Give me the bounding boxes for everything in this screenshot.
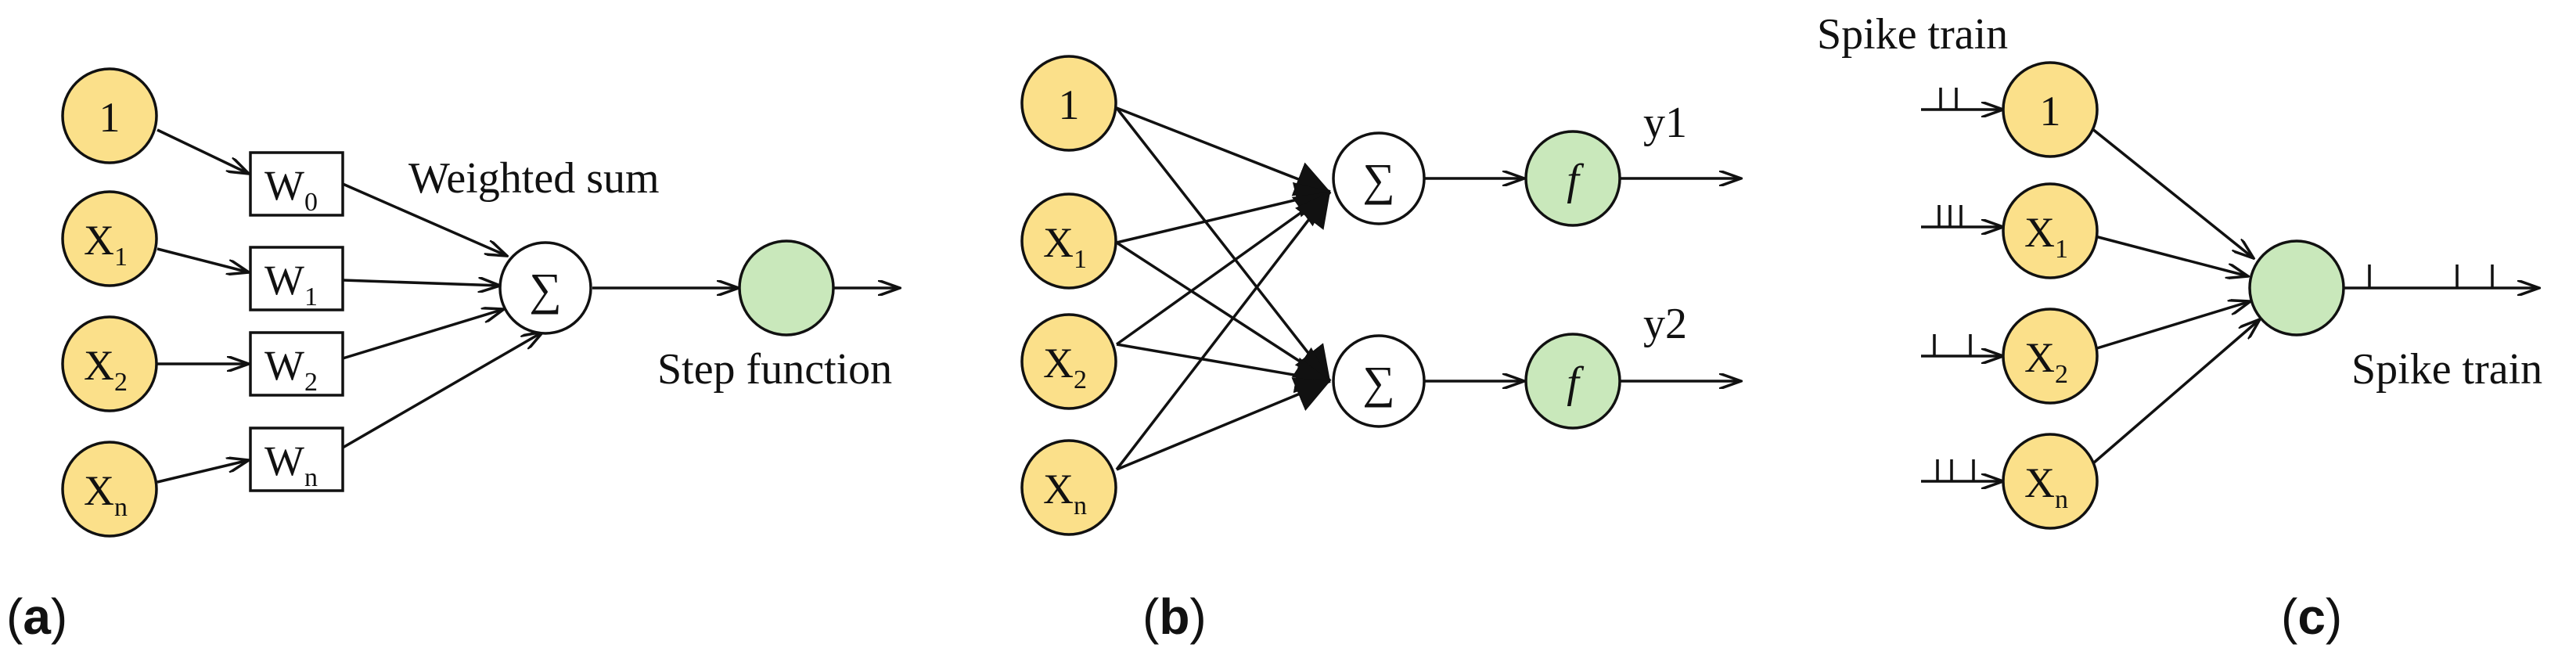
svg-text:W0: W0 bbox=[264, 162, 318, 217]
edge-c-in1-out bbox=[2086, 124, 2254, 258]
edge-c-x2-out bbox=[2089, 301, 2250, 352]
panel-b-label: (b) bbox=[1142, 588, 1207, 645]
panel-a-input-xn: Xn bbox=[61, 441, 158, 538]
panel-a-weight-w1: W1 bbox=[249, 246, 344, 311]
sum-symbol: ∑ bbox=[529, 264, 561, 315]
panel-b-sum-node-2: ∑ bbox=[1332, 334, 1426, 428]
sum-symbol: ∑ bbox=[1362, 154, 1394, 205]
svg-text:X1: X1 bbox=[2024, 209, 2068, 264]
panel-a-output-node bbox=[738, 239, 835, 336]
edge-a-in2-w1 bbox=[157, 247, 249, 272]
panel-a-weight-w0: W0 bbox=[249, 151, 344, 217]
panel-b: 1 X1 X2 Xn ∑ ∑ f f bbox=[1020, 55, 1741, 645]
weighted-sum-label: Weighted sum bbox=[408, 154, 660, 203]
spike-train-in-x1 bbox=[1921, 205, 2003, 227]
spike-train-in-x2 bbox=[1921, 334, 2003, 356]
panel-a-input-1: 1 bbox=[61, 67, 158, 164]
edge-b-xn-sum1 bbox=[1115, 190, 1332, 471]
spike-train-in-label: Spike train bbox=[1817, 10, 2008, 59]
edge-a-in4-wn bbox=[157, 460, 249, 484]
svg-text:X2: X2 bbox=[2024, 334, 2068, 389]
edge-c-x1-out bbox=[2089, 233, 2248, 276]
edge-a-in1-w0 bbox=[157, 128, 249, 174]
edge-b-x2-sum2 bbox=[1116, 343, 1331, 394]
panel-a-weight-wn: Wn bbox=[249, 426, 344, 492]
panel-b-sum-node-1: ∑ bbox=[1332, 131, 1426, 225]
spike-train-out bbox=[2344, 265, 2539, 288]
edge-b-x2-sum1 bbox=[1115, 190, 1332, 346]
panel-a-weight-w2: W2 bbox=[249, 331, 344, 397]
panel-b-activation-node-1: f bbox=[1524, 130, 1621, 227]
edge-b-in1-sum1 bbox=[1116, 106, 1331, 196]
panel-c-label: (c) bbox=[2281, 588, 2342, 645]
edge-b-xn-sum2 bbox=[1116, 377, 1331, 471]
output-label-y2: y2 bbox=[1643, 300, 1687, 348]
edge-b-in1-sum2 bbox=[1115, 106, 1332, 383]
panel-a-input-x2: X2 bbox=[61, 315, 158, 412]
edge-a-w1-sum bbox=[342, 280, 500, 286]
spike-train-in-1 bbox=[1921, 88, 2003, 110]
svg-text:W2: W2 bbox=[264, 342, 318, 397]
svg-text:X1: X1 bbox=[84, 217, 128, 272]
panel-c-input-x2: X2 bbox=[2002, 308, 2099, 405]
edge-a-w0-sum bbox=[342, 182, 507, 256]
panel-b-input-1: 1 bbox=[1020, 55, 1117, 152]
panel-c-input-1: 1 bbox=[2002, 61, 2099, 158]
panel-c-input-x1: X1 bbox=[2002, 182, 2099, 279]
svg-text:X2: X2 bbox=[84, 342, 128, 397]
sum-symbol: ∑ bbox=[1362, 357, 1394, 408]
edge-a-w2-sum bbox=[342, 309, 504, 360]
panel-a-input-x1: X1 bbox=[61, 190, 158, 287]
panel-b-input-x2: X2 bbox=[1020, 313, 1117, 410]
svg-text:1: 1 bbox=[1059, 81, 1080, 128]
panel-a-sum-node: ∑ bbox=[498, 241, 592, 335]
spike-train-out-label: Spike train bbox=[2351, 345, 2542, 394]
svg-text:Xn: Xn bbox=[84, 467, 128, 522]
svg-text:1: 1 bbox=[2040, 88, 2061, 135]
svg-text:1: 1 bbox=[99, 94, 121, 141]
svg-text:W1: W1 bbox=[264, 257, 318, 311]
svg-text:Wn: Wn bbox=[264, 437, 318, 492]
spike-train-in-xn bbox=[1921, 459, 2003, 481]
edge-c-xn-out bbox=[2086, 319, 2260, 470]
panel-b-input-xn: Xn bbox=[1020, 439, 1117, 536]
panel-a-label: (a) bbox=[6, 588, 67, 645]
svg-text:X2: X2 bbox=[1043, 340, 1087, 394]
panel-c-input-xn: Xn bbox=[2002, 433, 2099, 530]
edge-a-wn-sum bbox=[342, 332, 543, 449]
panel-c-output-node bbox=[2248, 239, 2345, 336]
svg-text:X1: X1 bbox=[1043, 219, 1087, 274]
step-function-label: Step function bbox=[657, 345, 892, 394]
output-label-y1: y1 bbox=[1643, 99, 1687, 147]
panel-b-activation-node-2: f bbox=[1524, 333, 1621, 430]
panel-b-input-x1: X1 bbox=[1020, 193, 1117, 290]
svg-text:Xn: Xn bbox=[1043, 466, 1087, 520]
panel-c: 1 X1 X2 Xn Spike train Spike train (c) bbox=[1817, 10, 2542, 645]
panel-a: 1 X1 X2 Xn W0 W1 W2 Wn bbox=[6, 67, 900, 645]
edge-b-x1-sum2 bbox=[1116, 241, 1331, 383]
svg-text:Xn: Xn bbox=[2024, 459, 2068, 514]
